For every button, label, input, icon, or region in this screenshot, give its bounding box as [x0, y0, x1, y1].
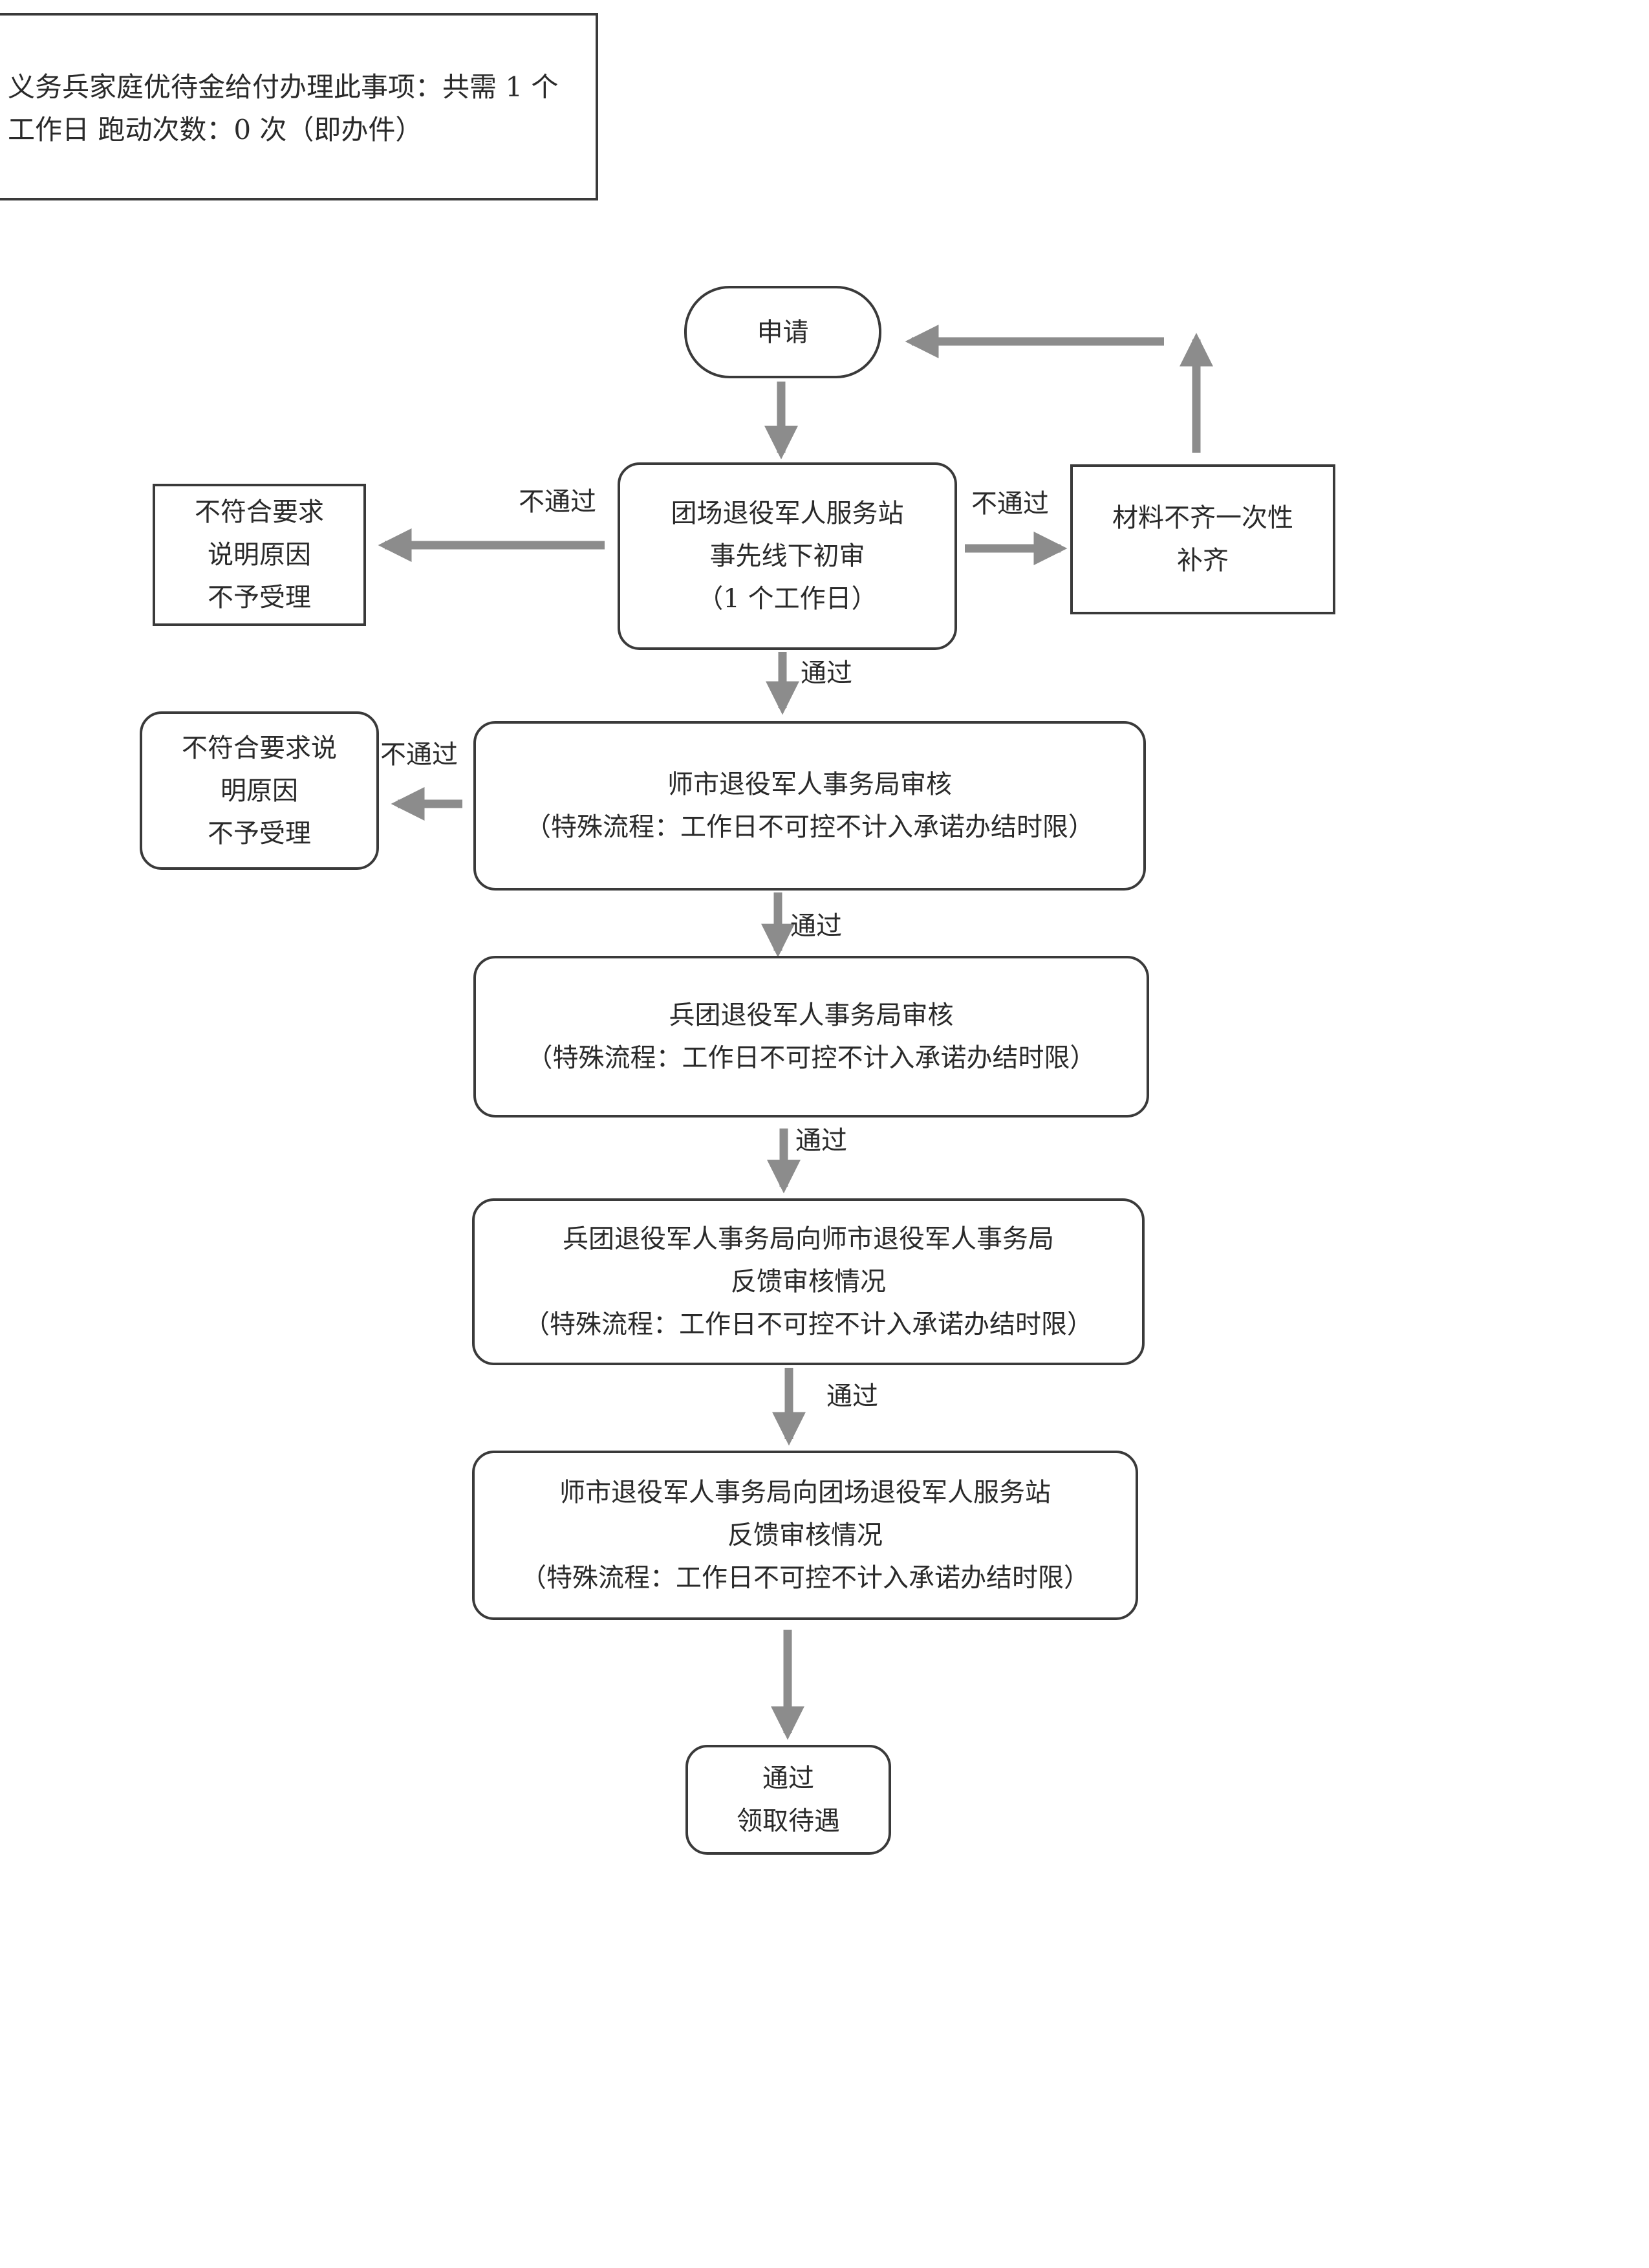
city-feedback-line-1: 师市退役军人事务局向团场退役军人服务站 [559, 1478, 1051, 1507]
header-box: 义务兵家庭优待金给付办理此事项：共需 1 个 工作日 跑动次数：0 次（即办件） [0, 13, 598, 200]
final-line-1: 通过 [762, 1764, 814, 1793]
final-node: 通过 领取待遇 [685, 1745, 891, 1855]
reject-node-2: 不符合要求说 明原因 不予受理 [140, 711, 379, 870]
reject-1-line-2: 说明原因 [208, 540, 311, 570]
label-pass-3: 通过 [795, 1126, 847, 1156]
initial-review-line-2: 事先线下初审 [709, 541, 865, 571]
supplement-line-1: 材料不齐一次性 [1112, 503, 1293, 533]
header-line-1: 义务兵家庭优待金给付办理此事项：共需 1 个 [8, 71, 559, 103]
city-feedback-line-2: 反馈审核情况 [727, 1520, 883, 1550]
corps-feedback-line-3: （特殊流程：工作日不可控不计入承诺办结时限） [524, 1310, 1093, 1339]
city-review-line-2: （特殊流程：工作日不可控不计入承诺办结时限） [525, 812, 1094, 842]
supplement-node: 材料不齐一次性 补齐 [1070, 464, 1335, 614]
corps-feedback-line-2: 反馈审核情况 [731, 1267, 886, 1297]
label-pass-4: 通过 [826, 1381, 878, 1411]
label-pass-1: 通过 [801, 658, 852, 688]
corps-feedback-line-1: 兵团退役军人事务局向师市退役军人事务局 [563, 1224, 1054, 1254]
corps-feedback-node: 兵团退役军人事务局向师市退役军人事务局 反馈审核情况 （特殊流程：工作日不可控不… [472, 1198, 1145, 1365]
reject-1-line-1: 不符合要求 [195, 497, 324, 527]
label-fail-left-2: 不通过 [380, 740, 458, 770]
label-fail-left-1: 不通过 [519, 487, 596, 517]
apply-label: 申请 [757, 317, 809, 347]
label-fail-right: 不通过 [971, 489, 1049, 519]
reject-2-line-2: 明原因 [221, 775, 298, 806]
reject-2-line-3: 不予受理 [208, 818, 311, 848]
city-review-line-1: 师市退役军人事务局审核 [667, 770, 952, 799]
city-feedback-line-3: （特殊流程：工作日不可控不计入承诺办结时限） [521, 1563, 1090, 1593]
initial-review-line-1: 团场退役军人服务站 [671, 499, 904, 528]
initial-review-node: 团场退役军人服务站 事先线下初审 （1 个工作日） [618, 462, 957, 650]
corps-review-node: 兵团退役军人事务局审核 （特殊流程：工作日不可控不计入承诺办结时限） [473, 956, 1149, 1118]
header-line-2: 工作日 跑动次数：0 次（即办件） [8, 114, 423, 146]
final-line-2: 领取待遇 [737, 1806, 840, 1836]
apply-node: 申请 [684, 286, 881, 378]
corps-review-line-1: 兵团退役军人事务局审核 [669, 1000, 954, 1030]
city-review-node: 师市退役军人事务局审核 （特殊流程：工作日不可控不计入承诺办结时限） [473, 721, 1146, 891]
corps-review-line-2: （特殊流程：工作日不可控不计入承诺办结时限） [526, 1043, 1096, 1073]
label-pass-2: 通过 [790, 911, 842, 941]
reject-1-line-3: 不予受理 [208, 583, 311, 612]
supplement-line-2: 补齐 [1177, 546, 1229, 576]
city-feedback-node: 师市退役军人事务局向团场退役军人服务站 反馈审核情况 （特殊流程：工作日不可控不… [472, 1451, 1138, 1620]
reject-2-line-1: 不符合要求说 [182, 733, 337, 763]
reject-node-1: 不符合要求 说明原因 不予受理 [153, 484, 366, 626]
initial-review-line-3: （1 个工作日） [697, 584, 878, 614]
